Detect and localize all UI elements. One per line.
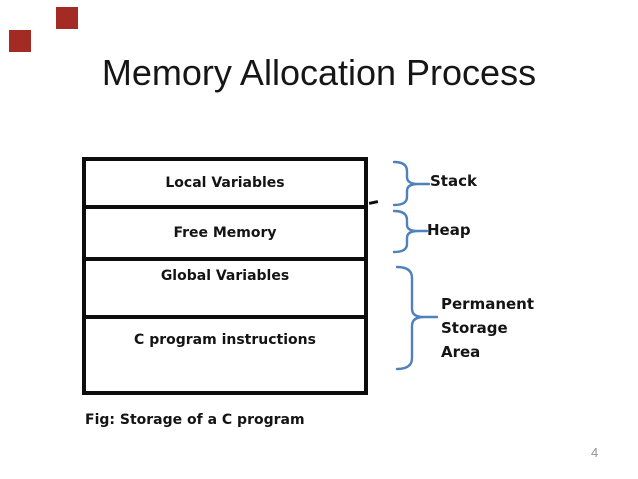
row-label: Global Variables xyxy=(160,268,290,284)
slide-title: Memory Allocation Process xyxy=(101,52,537,93)
decor-red-square-top xyxy=(56,7,78,29)
heap-brace-icon xyxy=(392,209,429,254)
annotation-permanent-storage-area: Permanent Storage Area xyxy=(441,292,534,364)
decor-red-square-bottom xyxy=(9,30,31,52)
row-label: Free Memory xyxy=(173,225,277,241)
page-number: 4 xyxy=(591,445,599,460)
memory-row-c-program-instructions: C program instructions xyxy=(86,319,364,391)
annotation-stack: Stack xyxy=(430,172,477,190)
memory-row-local-variables: Local Variables xyxy=(86,161,364,209)
memory-row-free-memory: Free Memory xyxy=(86,209,364,261)
row-label: Local Variables xyxy=(165,175,285,191)
stack-brace-icon xyxy=(392,160,431,207)
annotation-heap: Heap xyxy=(427,221,471,239)
memory-layout-box: Local Variables Free Memory Global Varia… xyxy=(82,157,368,395)
box-edge-tick xyxy=(368,200,379,205)
figure-caption: Fig: Storage of a C program xyxy=(85,412,305,428)
memory-row-global-variables: Global Variables xyxy=(86,261,364,319)
permanent-brace-icon xyxy=(395,265,439,371)
row-label: C program instructions xyxy=(134,332,316,348)
annotation-line: Permanent xyxy=(441,295,535,313)
annotation-line: Area xyxy=(441,343,481,361)
annotation-line: Storage xyxy=(441,319,508,337)
